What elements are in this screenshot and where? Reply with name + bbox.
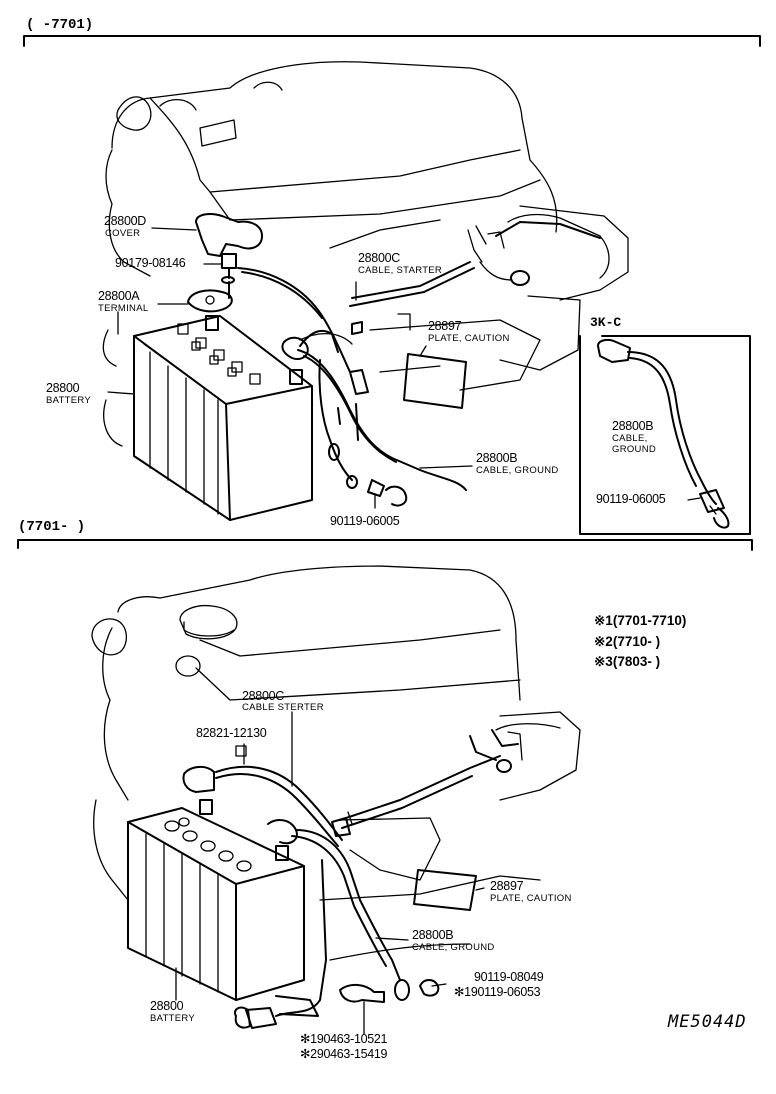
top-starter-motor [467, 221, 601, 286]
label-terminal-number: 28800A [98, 289, 140, 303]
label-b-cable-starter-name: CABLE STERTER [242, 702, 324, 713]
top-battery [133, 315, 313, 521]
top-cables [237, 261, 475, 507]
label-inset-cable-ground-name2: GROUND [612, 444, 657, 455]
label-cable-starter-name: CABLE, STARTER [358, 265, 443, 276]
label-b-battery-name: BATTERY [150, 1013, 196, 1024]
label-cable-starter-number: 28800C [358, 251, 400, 265]
label-b-plate-number: 28897 [490, 879, 524, 893]
label-plate-number: 28897 [428, 319, 462, 333]
top-section-range: ( -7701) [26, 17, 94, 33]
label-inset-cable-ground-number: 28800B [612, 419, 654, 433]
label-cable-ground-name: CABLE, GROUND [476, 465, 559, 476]
bottom-engine-outline [91, 565, 581, 961]
bottom-caution-plate [413, 869, 477, 911]
bottom-starter-motor [469, 729, 523, 773]
label-b-bolt1-number: 90119-08049 [474, 970, 544, 984]
bottom-section-bracket [17, 539, 753, 551]
footnote-2: ※2(7710- ) [594, 634, 661, 649]
label-inset-bolt-number: 90119-06005 [596, 492, 666, 506]
bottom-battery [127, 799, 319, 1017]
top-terminal-assembly [187, 213, 263, 313]
inset-box [579, 335, 751, 535]
footnote-3: ※3(7803- ) [594, 654, 661, 669]
bottom-leader-lines [175, 711, 485, 1035]
label-cover-name: COVER [105, 228, 141, 239]
label-b-clamp-number: 82821-12130 [196, 726, 267, 740]
label-cover-number: 28800D [104, 214, 146, 228]
bottom-section-range: (7701- ) [18, 519, 86, 535]
label-battery-number: 28800 [46, 381, 80, 395]
top-engine-outline [102, 61, 629, 447]
label-cable-ground-number: 28800B [476, 451, 518, 465]
top-section-bracket [23, 35, 761, 47]
footnote-1: ※1(7701-7710) [594, 613, 687, 628]
label-bolt-number: 90119-06005 [330, 514, 400, 528]
label-inset-cable-ground-name1: CABLE, [612, 433, 648, 444]
label-b-clamp1-number: ✻190463-10521 [300, 1032, 388, 1046]
inset-title: 3K-C [590, 315, 622, 330]
label-terminal-name: TERMINAL [98, 303, 149, 314]
label-b-battery-number: 28800 [150, 999, 184, 1013]
diagram-code: ME5044D [668, 1012, 747, 1032]
bottom-cables [182, 755, 501, 1029]
label-nut-number: 90179-08146 [115, 256, 186, 270]
label-b-cable-ground-name: CABLE, GROUND [412, 942, 495, 953]
top-caution-plate [403, 353, 467, 409]
label-b-cable-ground-number: 28800B [412, 928, 454, 942]
label-battery-name: BATTERY [46, 395, 92, 406]
label-b-bolt2-number: ✻190119-06053 [454, 985, 541, 999]
label-b-cable-starter-number: 28800C [242, 689, 284, 703]
label-plate-name: PLATE, CAUTION [428, 333, 510, 344]
label-b-plate-name: PLATE, CAUTION [490, 893, 572, 904]
label-b-clamp2-number: ✻290463-15419 [300, 1047, 388, 1061]
top-leader-lines [107, 227, 473, 509]
